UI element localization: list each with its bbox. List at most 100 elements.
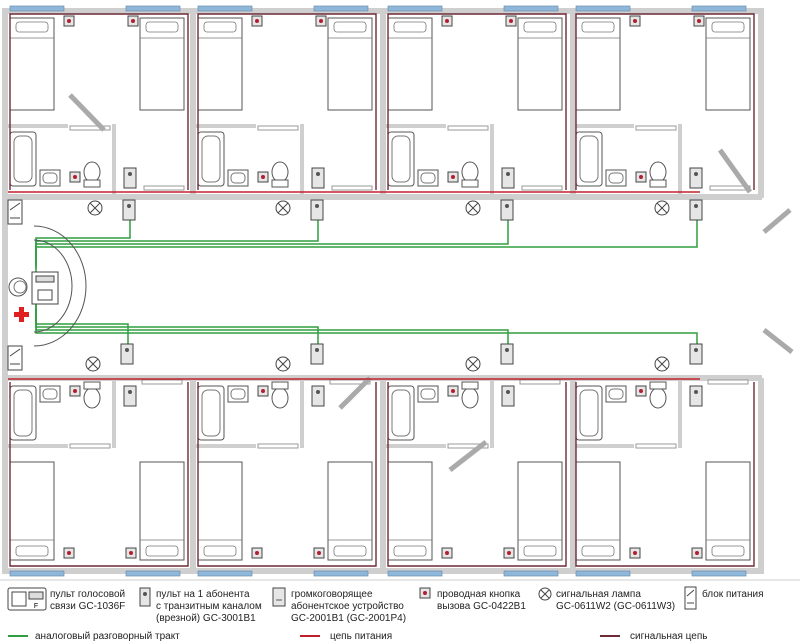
call-button-bottom-bath-0-dot [73, 389, 77, 393]
analog-bottom-2 [35, 306, 509, 364]
toilet-bottom-0 [83, 387, 101, 409]
desk-arc-outer [33, 225, 87, 347]
right-wall-bottom [758, 378, 764, 574]
signal-lamp-top-2-x2 [467, 202, 479, 214]
desk-arc-inner [33, 239, 73, 333]
bed-bottom-b-0-pillow [145, 545, 179, 557]
subscriber-panel-bottom-2-dot [505, 348, 509, 352]
toilet-top-3 [649, 161, 667, 183]
signal-room-top-1 [197, 13, 377, 190]
legend-loudspeaker-line3: GC-2001B1 (GC-2001P4) [291, 613, 406, 624]
call-button-bottom-a-1-dot [255, 551, 259, 555]
call-button-top-b-3-dot [697, 19, 701, 23]
open-door-4 [762, 208, 792, 234]
legend: F пульт голосовой связи GC-1036F пульт н… [0, 579, 800, 642]
console-glyph: F [34, 603, 38, 610]
toilet-top-0-tank [83, 179, 101, 188]
legend-line-power: цепь питания [330, 631, 392, 642]
legend-loudspeaker-line1: громкоговорящее [291, 589, 373, 600]
wc-side-bottom-1 [300, 378, 304, 448]
bath-bottom-3-inner [579, 389, 599, 437]
bed-bottom-a-3 [575, 461, 621, 561]
signal-lamp-bottom-1-x2 [277, 358, 289, 370]
bath-bottom-2-inner [391, 389, 411, 437]
console-screen [35, 275, 55, 283]
wc-door-bottom-1 [257, 443, 299, 449]
wc-wall-bottom-1 [196, 444, 256, 448]
legend-line-signal: сигнальная цепь [630, 631, 707, 642]
bed-top-a-0 [9, 17, 55, 111]
open-door-3 [448, 440, 488, 472]
call-button-bottom-bath-1-dot [261, 389, 265, 393]
chair-seat [13, 280, 27, 294]
wc-door-top-2 [447, 125, 489, 131]
shelf-bottom-0 [141, 379, 183, 385]
toilet-top-0 [83, 161, 101, 183]
subscriber-panel-top-3-dot [694, 204, 698, 208]
partition-bottom-1 [380, 378, 386, 574]
partition-bottom-0 [190, 378, 196, 574]
signal-lamp-top-0-x2 [89, 202, 101, 214]
left-wall [2, 8, 8, 574]
legend-line-analog: аналоговый разговорный тракт [35, 631, 180, 642]
loudspeaker-bottom-3 [689, 385, 703, 407]
call-button-bottom-bath-3-dot [639, 389, 643, 393]
call-button-bottom-a-2-dot [445, 551, 449, 555]
call-button-top-b-1-dot [319, 19, 323, 23]
bed-top-a-1 [197, 17, 243, 111]
subscriber-panel-top-2 [500, 199, 514, 221]
loudspeaker-top-2 [501, 167, 515, 189]
sink-top-2-bowl [420, 172, 436, 184]
bed-bottom-a-1 [197, 461, 243, 561]
call-button-top-a-0-dot [67, 19, 71, 23]
bath-top-0-inner [13, 135, 33, 183]
toilet-bottom-1-tank [271, 381, 289, 390]
wc-side-bottom-3 [678, 378, 682, 448]
loudspeaker-top-1 [311, 167, 325, 189]
toilet-bottom-2-tank [461, 381, 479, 390]
power-unit-0-bolt [9, 202, 21, 211]
toilet-top-1-tank [271, 179, 289, 188]
wc-side-top-1 [300, 124, 304, 198]
bed-top-a-2-pillow [393, 21, 427, 33]
call-button-bottom-a-0-dot [67, 551, 71, 555]
subscriber-panel-bottom-1 [310, 343, 324, 365]
wc-door-top-3 [635, 125, 677, 131]
signal-room-bottom-0 [9, 382, 189, 567]
subscriber-panel-top-0 [122, 199, 136, 221]
wc-door-bottom-3 [635, 443, 677, 449]
bed-bottom-a-1-pillow [203, 545, 237, 557]
loudspeaker-top-0 [123, 167, 137, 189]
shelf-bottom-2 [519, 379, 561, 385]
wc-door-bottom-0 [69, 443, 111, 449]
call-button-top-b-0-dot [131, 19, 135, 23]
loudspeaker-bottom-0-dot [128, 390, 132, 394]
shelf-top-2 [521, 185, 563, 191]
sink-bottom-1-bowl [230, 388, 246, 400]
bed-bottom-b-0 [139, 461, 185, 561]
wc-door-bottom-2 [447, 443, 489, 449]
window-top-2-0 [387, 5, 443, 12]
toilet-top-2 [461, 161, 479, 183]
wc-side-bottom-0 [112, 378, 116, 448]
walls [2, 8, 764, 574]
signal-lamp-top-3-x2 [656, 202, 668, 214]
wc-wall-top-2 [386, 124, 446, 128]
shelf-top-1 [331, 185, 373, 191]
wc-wall-top-1 [196, 124, 256, 128]
wc-wall-bottom-2 [386, 444, 446, 448]
legend-console-line1: пульт голосовой [50, 589, 125, 600]
devices [7, 15, 705, 559]
call-button-top-bath-0-dot [73, 175, 77, 179]
nurse-station [8, 225, 87, 347]
sink-bottom-3-bowl [608, 388, 624, 400]
window-top-1-1 [313, 5, 369, 12]
signal-lamp-top-1-x2 [277, 202, 289, 214]
loudspeaker-top-3-dot [694, 172, 698, 176]
loudspeaker-top-3 [689, 167, 703, 189]
legend-power-unit: блок питания [702, 588, 764, 600]
signal-room-bottom-3 [575, 382, 755, 567]
wc-side-top-3 [678, 124, 682, 198]
bed-bottom-a-2 [387, 461, 433, 561]
subscriber-panel-bottom-0-dot [125, 348, 129, 352]
